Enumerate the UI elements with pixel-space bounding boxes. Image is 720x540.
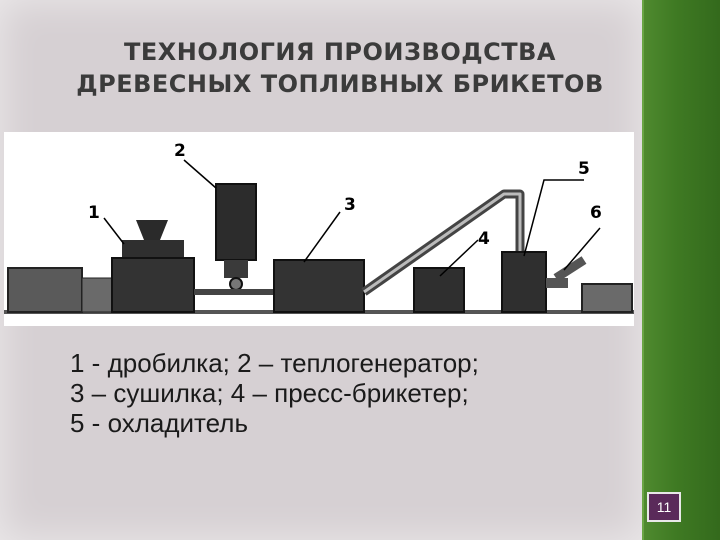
slide-title: ТЕХНОЛОГИЯ ПРОИЗВОДСТВА ДРЕВЕСНЫХ ТОПЛИВ… [60, 36, 620, 100]
legend-caption: 1 - дробилка; 2 – теплогенератор; 3 – су… [70, 348, 630, 438]
green-side-band [642, 0, 720, 540]
infeed-link [81, 277, 113, 313]
crusher-body [111, 257, 195, 313]
leader-line-4 [439, 239, 479, 277]
diagram-label-6: 6 [590, 203, 602, 223]
leader-line-6 [563, 227, 601, 271]
heat-generator-tower [215, 183, 257, 261]
cooler [501, 251, 547, 313]
diagram-label-1: 1 [88, 203, 100, 223]
leader-line-5 [523, 179, 584, 257]
infeed-conveyor [7, 267, 83, 313]
heat-generator-burner [229, 277, 243, 291]
caption-line-3: 5 - охладитель [70, 408, 248, 438]
diagram-label-2: 2 [174, 141, 186, 161]
leader-line-3 [303, 211, 341, 263]
title-line-2: ДРЕВЕСНЫХ ТОПЛИВНЫХ БРИКЕТОВ [76, 70, 604, 98]
inclined-conveyor-inner [363, 192, 522, 294]
cooler-outlet [546, 278, 568, 288]
page-number-badge: 11 [647, 492, 681, 522]
diagram-label-4: 4 [478, 229, 490, 249]
dryer-body [273, 259, 365, 313]
crusher-head [122, 240, 184, 258]
process-diagram-svg: 1 2 3 4 5 6 [4, 141, 634, 314]
diagram-label-5: 5 [578, 159, 590, 179]
outfeed-conveyor [581, 283, 633, 313]
diagram-label-3: 3 [344, 195, 356, 215]
leader-line-1 [103, 217, 125, 245]
caption-line-2: 3 – сушилка; 4 – пресс-брикетер; [70, 378, 469, 408]
leader-line-2 [183, 159, 217, 189]
title-line-1: ТЕХНОЛОГИЯ ПРОИЗВОДСТВА [124, 38, 556, 66]
process-diagram: 1 2 3 4 5 6 [4, 132, 634, 326]
press-briquetter [413, 267, 465, 313]
caption-line-1: 1 - дробилка; 2 – теплогенератор; [70, 348, 479, 378]
heat-generator-neck [224, 260, 248, 278]
crusher-hopper [136, 220, 168, 240]
discharge-chute [553, 256, 587, 282]
